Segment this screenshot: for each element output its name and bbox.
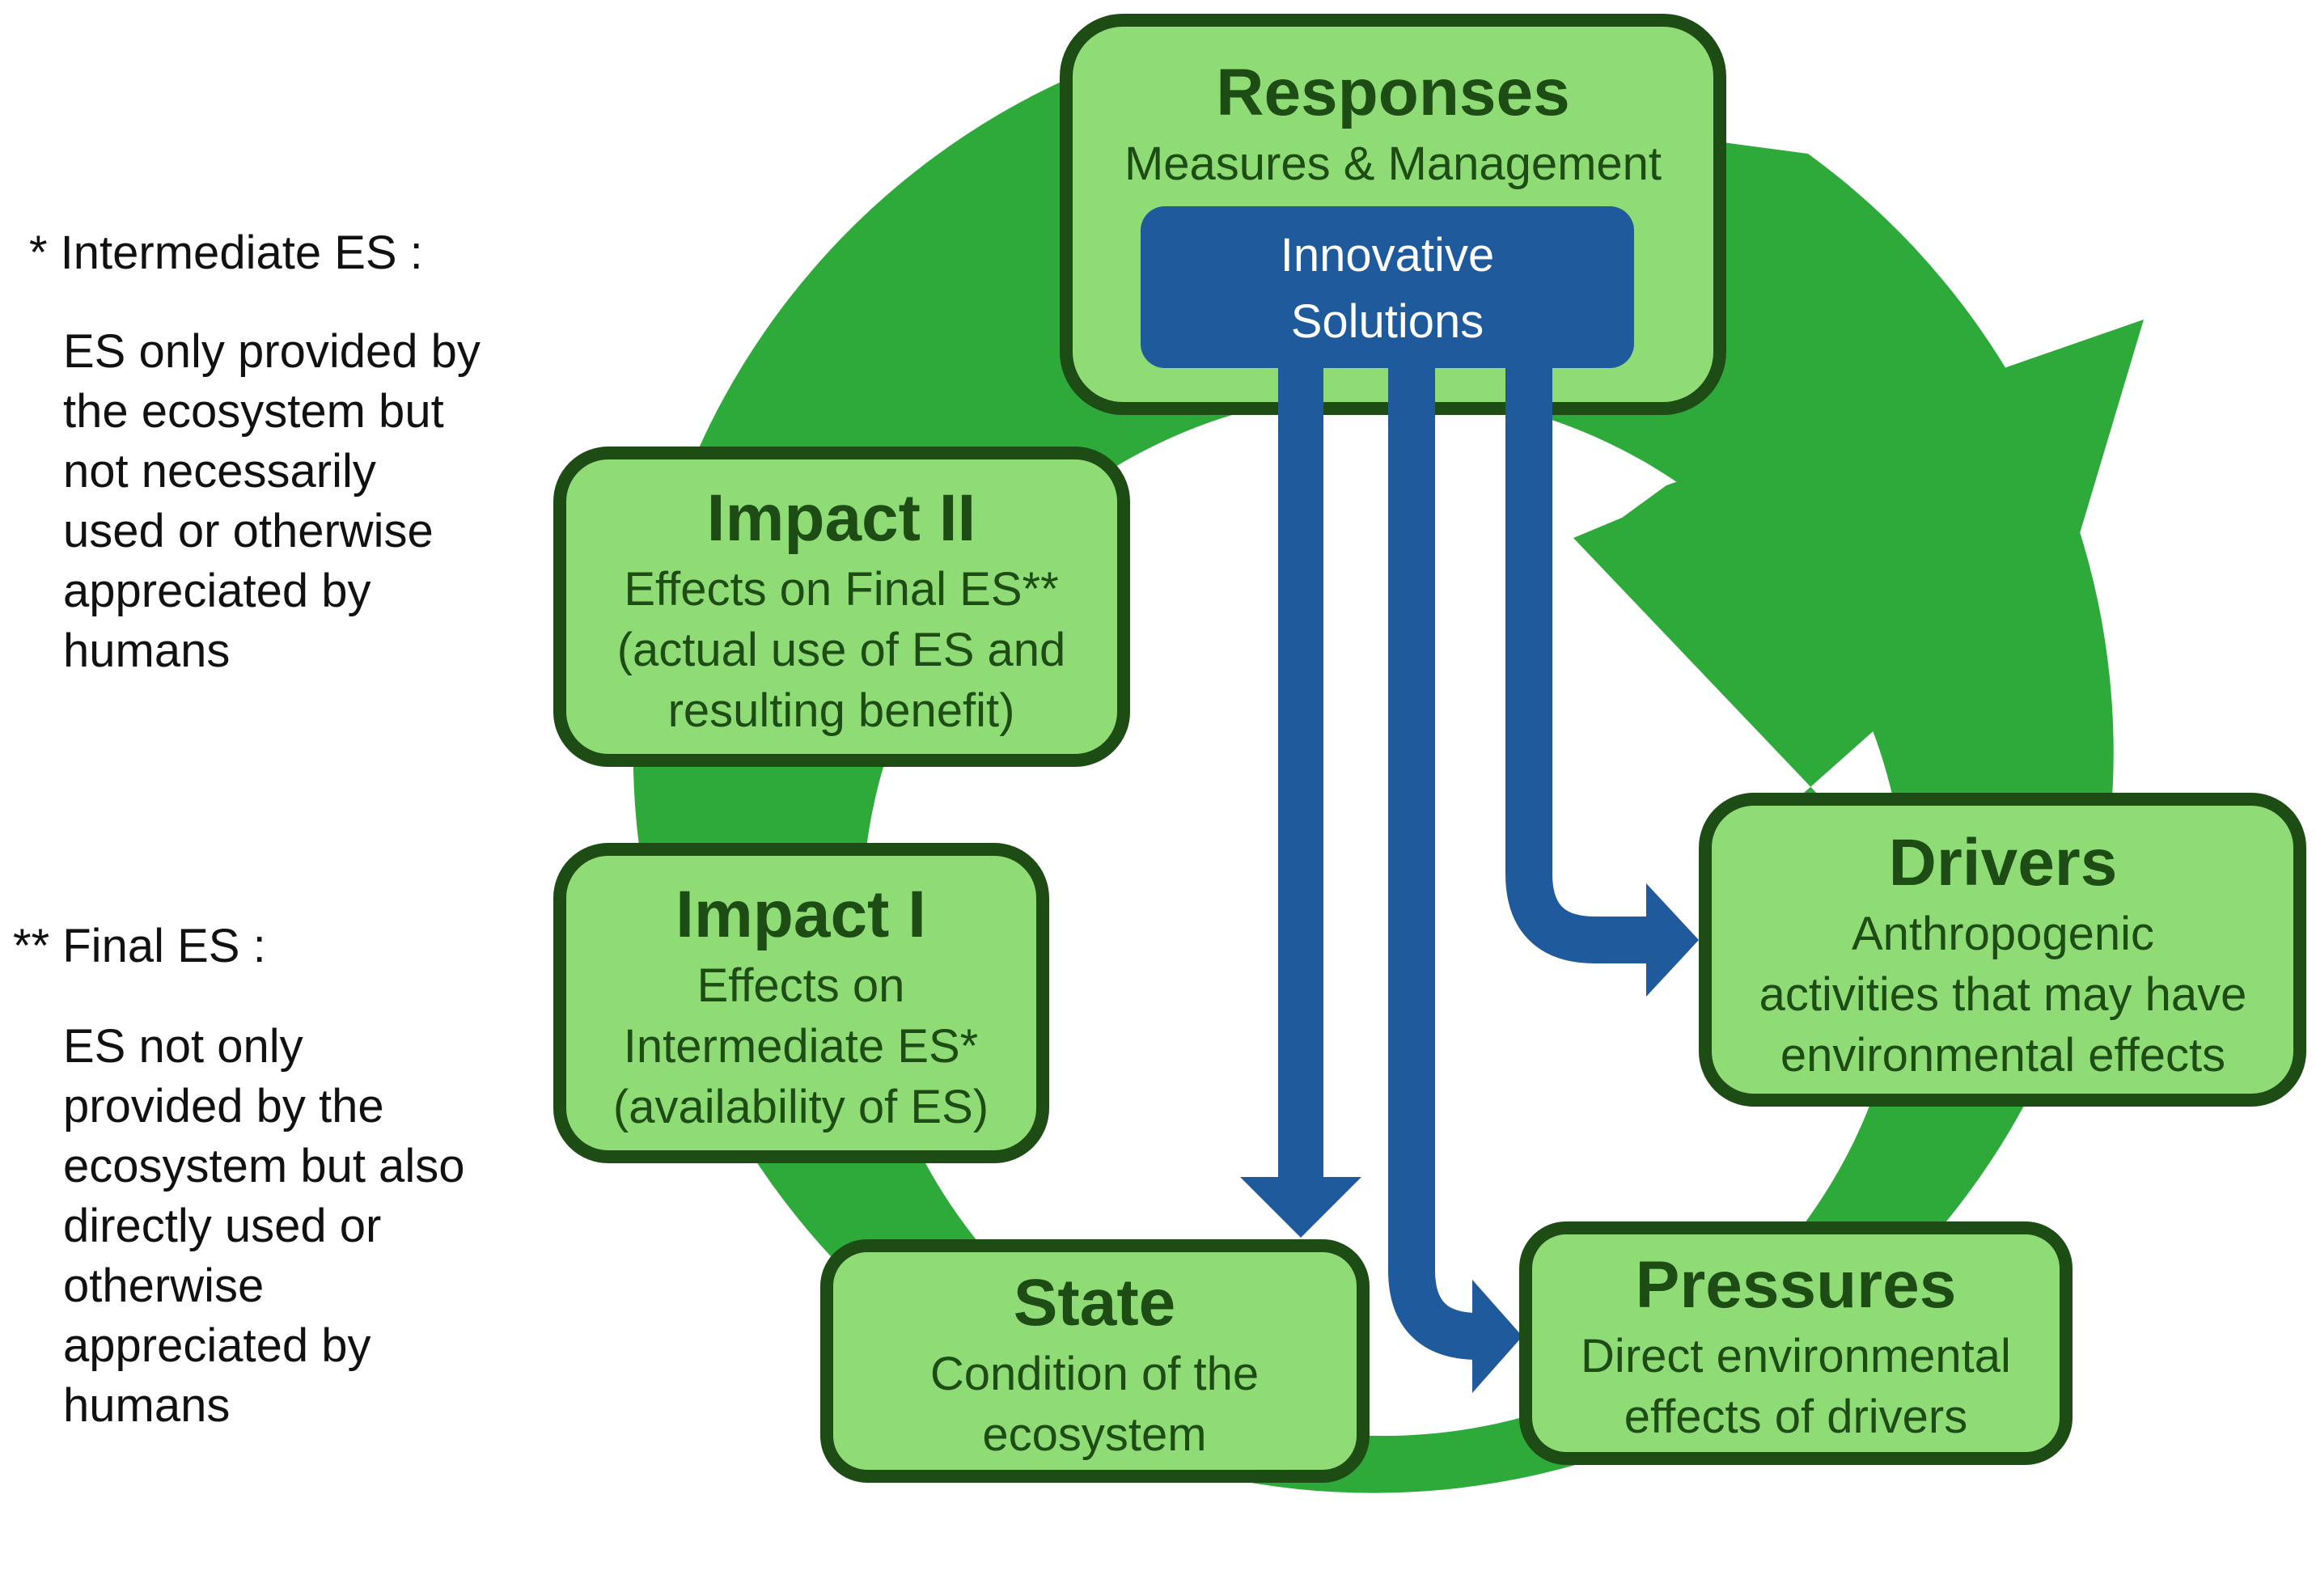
state-line2: ecosystem: [982, 1408, 1206, 1461]
drivers-line3: environmental effects: [1780, 1029, 2225, 1082]
legend-intermediate-heading: * Intermediate ES :: [29, 226, 423, 279]
state-title: State: [1014, 1266, 1176, 1340]
impact1-line2: Intermediate ES*: [624, 1020, 978, 1073]
cycle-ring: [633, 77, 2114, 1493]
pressures-title: Pressures: [1636, 1248, 1957, 1322]
legend-intermediate-es: * Intermediate ES : ES only provided by …: [29, 225, 482, 681]
pressures-box: [1519, 1221, 2073, 1465]
impact1-box: [553, 843, 1049, 1163]
innovative-solutions-line1: Innovative: [1281, 229, 1494, 282]
arrow-to-pressures-shaft: [1388, 368, 1480, 1360]
legend-final-heading: ** Final ES :: [13, 920, 266, 972]
drivers-title: Drivers: [1889, 826, 2118, 900]
impact2-line1: Effects on Final ES**: [624, 563, 1058, 616]
drivers-box: [1699, 793, 2306, 1107]
legend-final-es: ** Final ES : ES not only provided by th…: [13, 918, 482, 1436]
legend-intermediate-description: ES only provided by the ecosystem but no…: [63, 325, 481, 677]
innovative-solutions-line2: Solutions: [1291, 295, 1484, 348]
arrow-to-state-shaft: [1278, 368, 1323, 1177]
pressures-line1: Direct environmental: [1581, 1330, 2011, 1382]
drivers-line2: activities that may have: [1759, 968, 2247, 1021]
drivers-line1: Anthropogenic: [1852, 908, 2154, 960]
responses-subtitle: Measures & Management: [1124, 138, 1662, 190]
impact2-title: Impact II: [707, 481, 976, 555]
impact1-title: Impact I: [675, 878, 926, 951]
state-line1: Condition of the: [930, 1348, 1259, 1400]
impact2-line2: (actual use of ES and: [617, 624, 1066, 676]
pressures-line2: effects of drivers: [1624, 1391, 1967, 1443]
impact2-box: [553, 447, 1130, 767]
arrow-to-drivers-shaft: [1505, 368, 1654, 963]
arrow-to-drivers-head: [1646, 883, 1699, 997]
responses-title: Responses: [1216, 56, 1570, 129]
impact1-line3: (availability of ES): [613, 1081, 989, 1133]
arrow-to-state-head: [1240, 1177, 1361, 1238]
impact2-line3: resulting benefit): [668, 684, 1015, 737]
arrow-to-pressures-head: [1472, 1280, 1522, 1393]
legend-final-description: ES not only provided by the ecosystem bu…: [63, 1020, 465, 1432]
impact1-line1: Effects on: [697, 959, 905, 1012]
innovative-solutions-box: [1141, 206, 1634, 368]
state-box: [820, 1239, 1370, 1483]
cycle-arrowhead: [1573, 320, 2144, 809]
